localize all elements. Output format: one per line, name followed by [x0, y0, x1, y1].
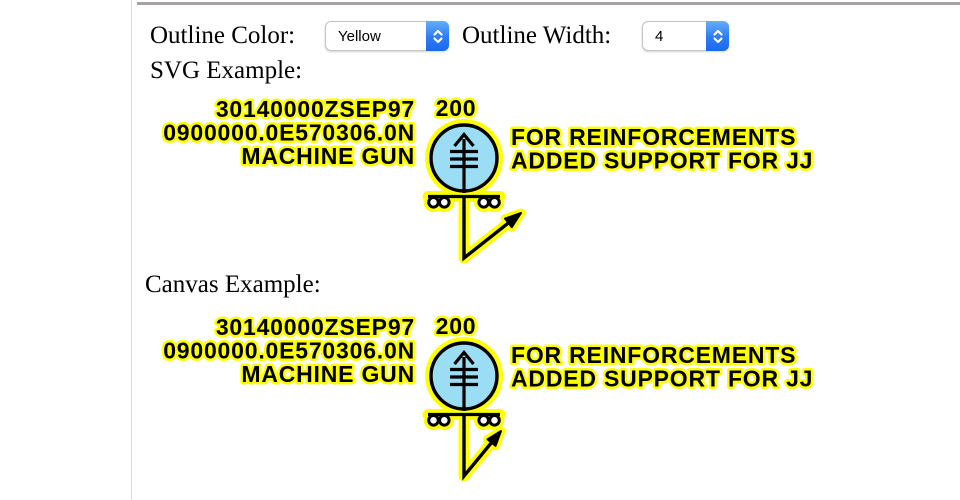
canvas-example-heading: Canvas Example: [145, 271, 321, 298]
svg-example-symbol: 30140000ZSEP97 0900000.0E570306.0N MACHI… [161, 93, 815, 264]
outline-color-label: Outline Color: [150, 22, 296, 49]
outline-color-select[interactable]: Yellow [325, 21, 449, 51]
label-designation: MACHINE GUN [241, 143, 415, 169]
machine-gun-icon [450, 349, 478, 411]
outline-width-label: Outline Width: [462, 22, 612, 49]
label-info-line2: ADDED SUPPORT FOR JJ [511, 148, 813, 174]
label-info-line2: ADDED SUPPORT FOR JJ [511, 366, 813, 392]
top-border-line [137, 2, 960, 5]
chevron-updown-icon [706, 21, 729, 51]
label-altitude: 200 [436, 313, 477, 339]
rail-mobility-wheels [427, 194, 501, 209]
label-location: 0900000.0E570306.0N [163, 338, 415, 364]
label-date-time-group: 30140000ZSEP97 [216, 96, 415, 122]
label-location: 0900000.0E570306.0N [163, 120, 415, 146]
label-date-time-group: 30140000ZSEP97 [216, 314, 415, 340]
speed-leader-arrow [462, 196, 522, 262]
label-info-line1: FOR REINFORCEMENTS [511, 342, 796, 368]
outline-color-select-value: Yellow [338, 27, 381, 45]
outline-width-select[interactable]: 4 [642, 21, 729, 51]
canvas-example-symbol: 30140000ZSEP97 0900000.0E570306.0N MACHI… [161, 311, 815, 482]
left-border-line [131, 0, 132, 500]
label-designation: MACHINE GUN [241, 361, 415, 387]
label-info-line1: FOR REINFORCEMENTS [511, 124, 796, 150]
machine-gun-icon [450, 131, 478, 193]
outline-width-select-value: 4 [655, 27, 664, 45]
symbol-labels: 30140000ZSEP97 0900000.0E570306.0N MACHI… [161, 311, 815, 395]
speed-leader-arrow [462, 414, 502, 481]
svg-example-heading: SVG Example: [150, 57, 303, 84]
chevron-updown-icon [426, 21, 449, 51]
symbol-labels: 30140000ZSEP97 0900000.0E570306.0N MACHI… [161, 93, 815, 177]
label-altitude: 200 [436, 95, 477, 121]
